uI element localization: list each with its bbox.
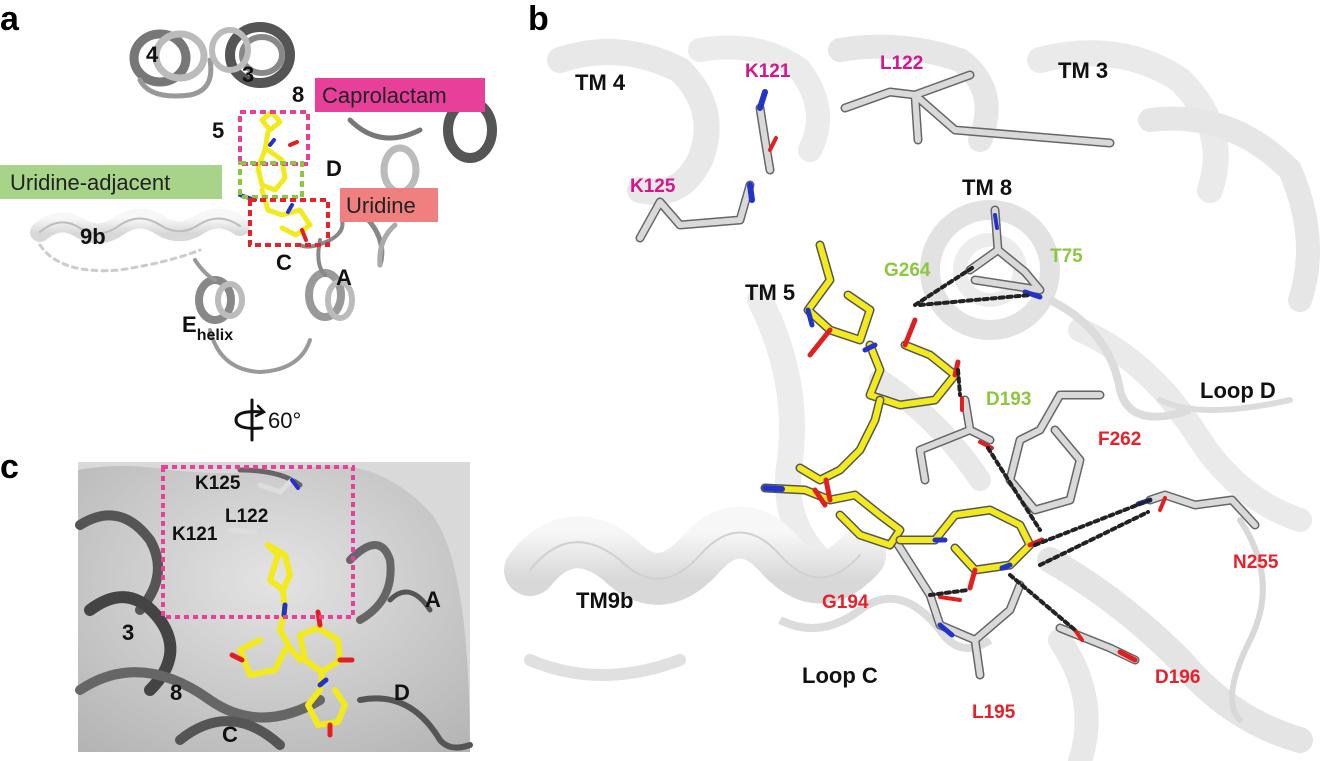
residue-label-k125: K125	[630, 176, 676, 197]
residue-label-g264: G264	[884, 260, 931, 281]
residue-label-n255: N255	[1233, 552, 1279, 573]
helix-label-c-d: D	[394, 680, 410, 705]
region-label-loop-c: Loop C	[802, 663, 878, 688]
region-label-loop-d: Loop D	[1200, 378, 1276, 403]
residue-label-c-k125: K125	[195, 473, 241, 494]
helix-3-ribbon	[209, 22, 295, 88]
panel-b: TM 4 TM 3 TM 8 TM 5 Loop D TM9b Loop C K…	[504, 34, 1320, 761]
loop-c-tube	[778, 594, 993, 652]
residue-label-c-l122: L122	[225, 506, 268, 527]
helix-label-d: D	[326, 156, 342, 181]
ligand-sticks	[760, 240, 1045, 591]
region-label-tm8: TM 8	[962, 175, 1012, 200]
caprolactam-site-box-c	[161, 465, 355, 619]
residue-l122-stick	[840, 70, 1115, 148]
helix-label-c: C	[276, 250, 292, 275]
helix-a-ribbon	[305, 238, 355, 321]
hydrogen-bonds	[913, 266, 1152, 632]
helix-label-c-a: A	[425, 587, 441, 612]
uridine-adjacent-label: Uridine-adjacent	[10, 170, 170, 195]
residue-label-k121: K121	[745, 61, 791, 82]
helix-label-8: 8	[292, 82, 304, 107]
caprolactam-label-bg	[315, 78, 485, 112]
panel-b-background-helices	[547, 34, 1320, 761]
region-label-tm3: TM 3	[1058, 58, 1108, 83]
panel-letter-c: c	[0, 448, 19, 486]
uridine-site-box	[248, 198, 330, 247]
panel-c-residue-sticks	[227, 477, 300, 535]
helix-4-ribbon	[129, 29, 214, 99]
residue-sticks	[635, 70, 1260, 680]
residue-g194-l195-backbone	[890, 535, 1025, 680]
residue-label-f262: F262	[1098, 429, 1141, 450]
uridine-adjacent-label-bg	[0, 165, 222, 199]
helix-label-c-3: 3	[122, 620, 134, 645]
e-helix-ribbon	[193, 258, 312, 375]
residue-label-c-k121: K121	[172, 524, 218, 545]
panel-c: K125 L122 K121 3 8 C A D	[75, 462, 473, 752]
e-helix-label-main: E	[182, 312, 197, 337]
panel-c-ribbons	[75, 467, 473, 751]
helix-9b-ribbon	[30, 208, 250, 273]
residue-k125-stick	[635, 180, 755, 243]
region-label-tm9b: TM9b	[576, 588, 633, 613]
uridine-adjacent-site-box	[238, 161, 304, 199]
helix-label-5: 5	[212, 118, 224, 143]
uridine-label: Uridine	[346, 193, 416, 218]
rotation-icon	[234, 398, 267, 442]
e-helix-label: Ehelix	[182, 312, 233, 344]
helix-label-c-8: 8	[170, 680, 182, 705]
rotation-label: 60°	[268, 408, 301, 433]
helix-label-4: 4	[146, 42, 159, 67]
panel-letter-a: a	[0, 0, 20, 38]
panel-a: Caprolactam Uridine-adjacent Uridine 4 3…	[0, 22, 497, 442]
helix-label-a: A	[336, 265, 352, 290]
uridine-label-bg	[340, 188, 438, 222]
region-label-tm5: TM 5	[745, 280, 795, 305]
region-label-tm4: TM 4	[575, 70, 626, 95]
residue-label-l195: L195	[972, 702, 1016, 723]
residue-t75-stick	[965, 205, 1045, 300]
residue-label-t75: T75	[1050, 246, 1083, 267]
helix-label-9b: 9b	[80, 224, 106, 249]
tm9b-helix	[504, 506, 886, 681]
residue-label-d193: D193	[986, 389, 1031, 410]
residue-label-l122: L122	[880, 53, 923, 74]
helix-label-3: 3	[242, 62, 254, 87]
helix-label-c-c: C	[222, 722, 238, 747]
residue-k121-stick	[755, 89, 778, 175]
residue-d193-stick	[915, 395, 995, 485]
residue-label-g194: G194	[822, 592, 869, 613]
e-helix-label-sub: helix	[197, 327, 234, 344]
caprolactam-label: Caprolactam	[322, 83, 447, 108]
residue-d196-stick	[1055, 623, 1140, 665]
residue-label-d196: D196	[1155, 667, 1200, 688]
panel-c-ligand	[229, 542, 355, 738]
loop-d-tube	[1048, 296, 1192, 421]
panel-letter-b: b	[528, 0, 549, 38]
